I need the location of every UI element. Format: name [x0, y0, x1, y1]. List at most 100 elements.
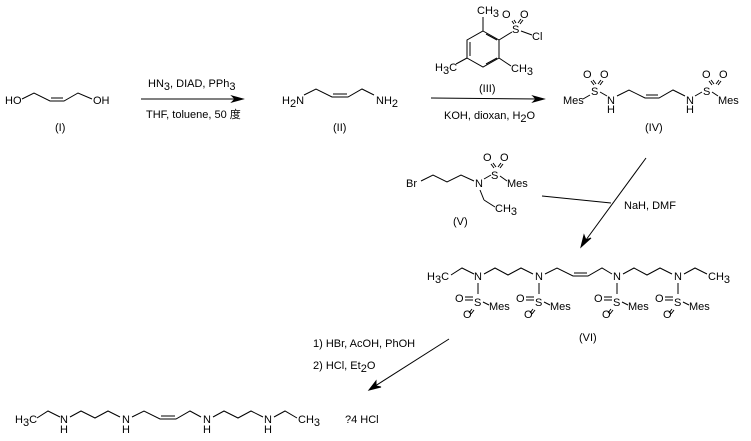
sulfonyl-group-VI-4: S O O Mes [655, 283, 710, 321]
so-bond-b1 [607, 308, 612, 314]
sulfur: S [674, 297, 681, 309]
ethyl-left-VI [450, 267, 475, 276]
so-bond-V-1a [490, 163, 495, 169]
mes-right-IV: Mes [718, 95, 739, 107]
oxygen-b: O [463, 309, 472, 321]
hydroxyl-left: HO [5, 95, 22, 107]
butene-chain-IV [616, 89, 686, 99]
reagent-tie-line [541, 195, 612, 204]
so-bond-IV-1b [592, 79, 597, 85]
sulfonyl-group-VI-1: S O O Mes [455, 283, 510, 321]
nitrogen-VI-1: N [474, 271, 482, 283]
sulfur-V: S [491, 170, 498, 182]
sulfur-IV-left: S [591, 86, 598, 98]
arrowhead-3 [580, 233, 592, 249]
propyl-left-VI [483, 267, 534, 276]
so-bond-b1 [468, 308, 473, 314]
arrow-line-3 [582, 157, 647, 245]
s-mes-bond [682, 301, 690, 306]
sulfur-III: S [512, 24, 519, 36]
so-bond-b1 [529, 308, 534, 314]
oxygen-IV-2: O [600, 69, 609, 81]
oxygen-IV-4: O [719, 69, 728, 81]
nh-final-1: H [60, 424, 68, 436]
reagent-step4-line1: 1) HBr, AcOH, PhOH [313, 338, 415, 350]
mes: Mes [689, 301, 710, 313]
nitrogen-IV-left: N [607, 95, 615, 107]
arrow-step4: 1) HBr, AcOH, PhOH 2) HCl, Et2O [313, 338, 450, 391]
compound-VI: H3C N N N N CH3 S O O Mes S O [427, 267, 730, 344]
oxygen-a: O [594, 293, 603, 305]
methyl-bond-left [455, 57, 468, 65]
oxygen-III-1: O [502, 9, 511, 21]
s-mes-bond-right [711, 91, 719, 97]
nitrogen-V: N [475, 178, 483, 190]
arrowhead-2 [531, 95, 546, 103]
oxygen-a: O [655, 293, 664, 305]
arrow-step1: HN3, DIAD, PPh3 THF, toluene, 50 度 [141, 78, 245, 121]
hcl-salt: ?4 HCl [345, 414, 379, 426]
methyl-top: CH3 [477, 5, 499, 20]
label-IV: (IV) [645, 122, 663, 134]
amine-right: NH2 [376, 95, 398, 110]
ethyl-left-final [36, 410, 61, 419]
nitrogen-VI-3: N [613, 271, 621, 283]
arrow-line-4 [371, 338, 450, 389]
methyl-right-final: CH3 [298, 414, 320, 429]
so-bond-IV-2a [597, 79, 602, 85]
nh-final-3: H [203, 424, 211, 436]
nitrogen-final-2: N [122, 414, 130, 426]
oxygen-IV-1: O [583, 69, 592, 81]
mes: Mes [550, 301, 571, 313]
methyl-left-final: H3C [15, 414, 37, 429]
mes: Mes [628, 301, 649, 313]
oxygen-V-2: O [500, 152, 509, 164]
bromine: Br [406, 178, 417, 190]
hydroxyl-right: OH [93, 95, 110, 107]
final-product: H3C N H N H N H N H CH3 ?4 HCl [15, 410, 379, 436]
scl-bond [520, 30, 533, 36]
arrow-line-2 [430, 97, 541, 100]
n-s-bond-right [694, 91, 703, 97]
compound-II: H2N NH2 (II) [282, 88, 398, 134]
so-bond-b2 [470, 309, 475, 315]
ring-inner-bond-3 [485, 33, 498, 41]
sulfur-IV-right: S [703, 86, 710, 98]
label-II: (II) [333, 122, 346, 134]
conditions-step2-below: KOH, dioxan, H2O [444, 110, 536, 125]
so-bond-b2 [531, 309, 536, 315]
sulfonyl-group-VI-2: S O O Mes [516, 283, 571, 321]
arrowhead-4 [367, 379, 382, 391]
so-double-2b [517, 18, 522, 24]
ethyl-right-final [273, 410, 298, 419]
nh-IV-right: H [686, 104, 694, 116]
s-mes-bond [543, 301, 551, 306]
propyl-right-VI [622, 267, 673, 276]
sulfur: S [535, 297, 542, 309]
so-bond-V-2b [499, 163, 504, 169]
so-bond-IV-4b [717, 80, 722, 86]
propyl-right-final [212, 410, 264, 419]
so-bond-b2 [670, 309, 675, 315]
so-bond-IV-1a [590, 80, 595, 86]
mes-V: Mes [507, 178, 528, 190]
butene-chain-VI [544, 267, 613, 277]
nitrogen-final-3: N [203, 414, 211, 426]
so-bond-IV-2b [599, 80, 604, 86]
sulfonyl-group-VI-3: S O O Mes [594, 283, 649, 321]
nh-final-2: H [122, 424, 130, 436]
reagent-step4-line2: 2) HCl, Et2O [313, 360, 376, 375]
arrow-step2: KOH, dioxan, H2O [430, 95, 546, 125]
amine-left: H2N [282, 95, 304, 110]
s-mes-bond-V [499, 175, 508, 182]
methyl-left-VI: H3C [427, 271, 449, 286]
label-I: (I) [55, 122, 65, 134]
so-bond-IV-4a [715, 79, 720, 85]
methyl-bond-right [498, 57, 512, 67]
label-III: (III) [479, 83, 496, 95]
oxygen-b: O [663, 309, 672, 321]
methyl-V: CH3 [495, 203, 517, 218]
butene-chain-II [303, 88, 375, 98]
butene-chain-final [131, 410, 202, 420]
